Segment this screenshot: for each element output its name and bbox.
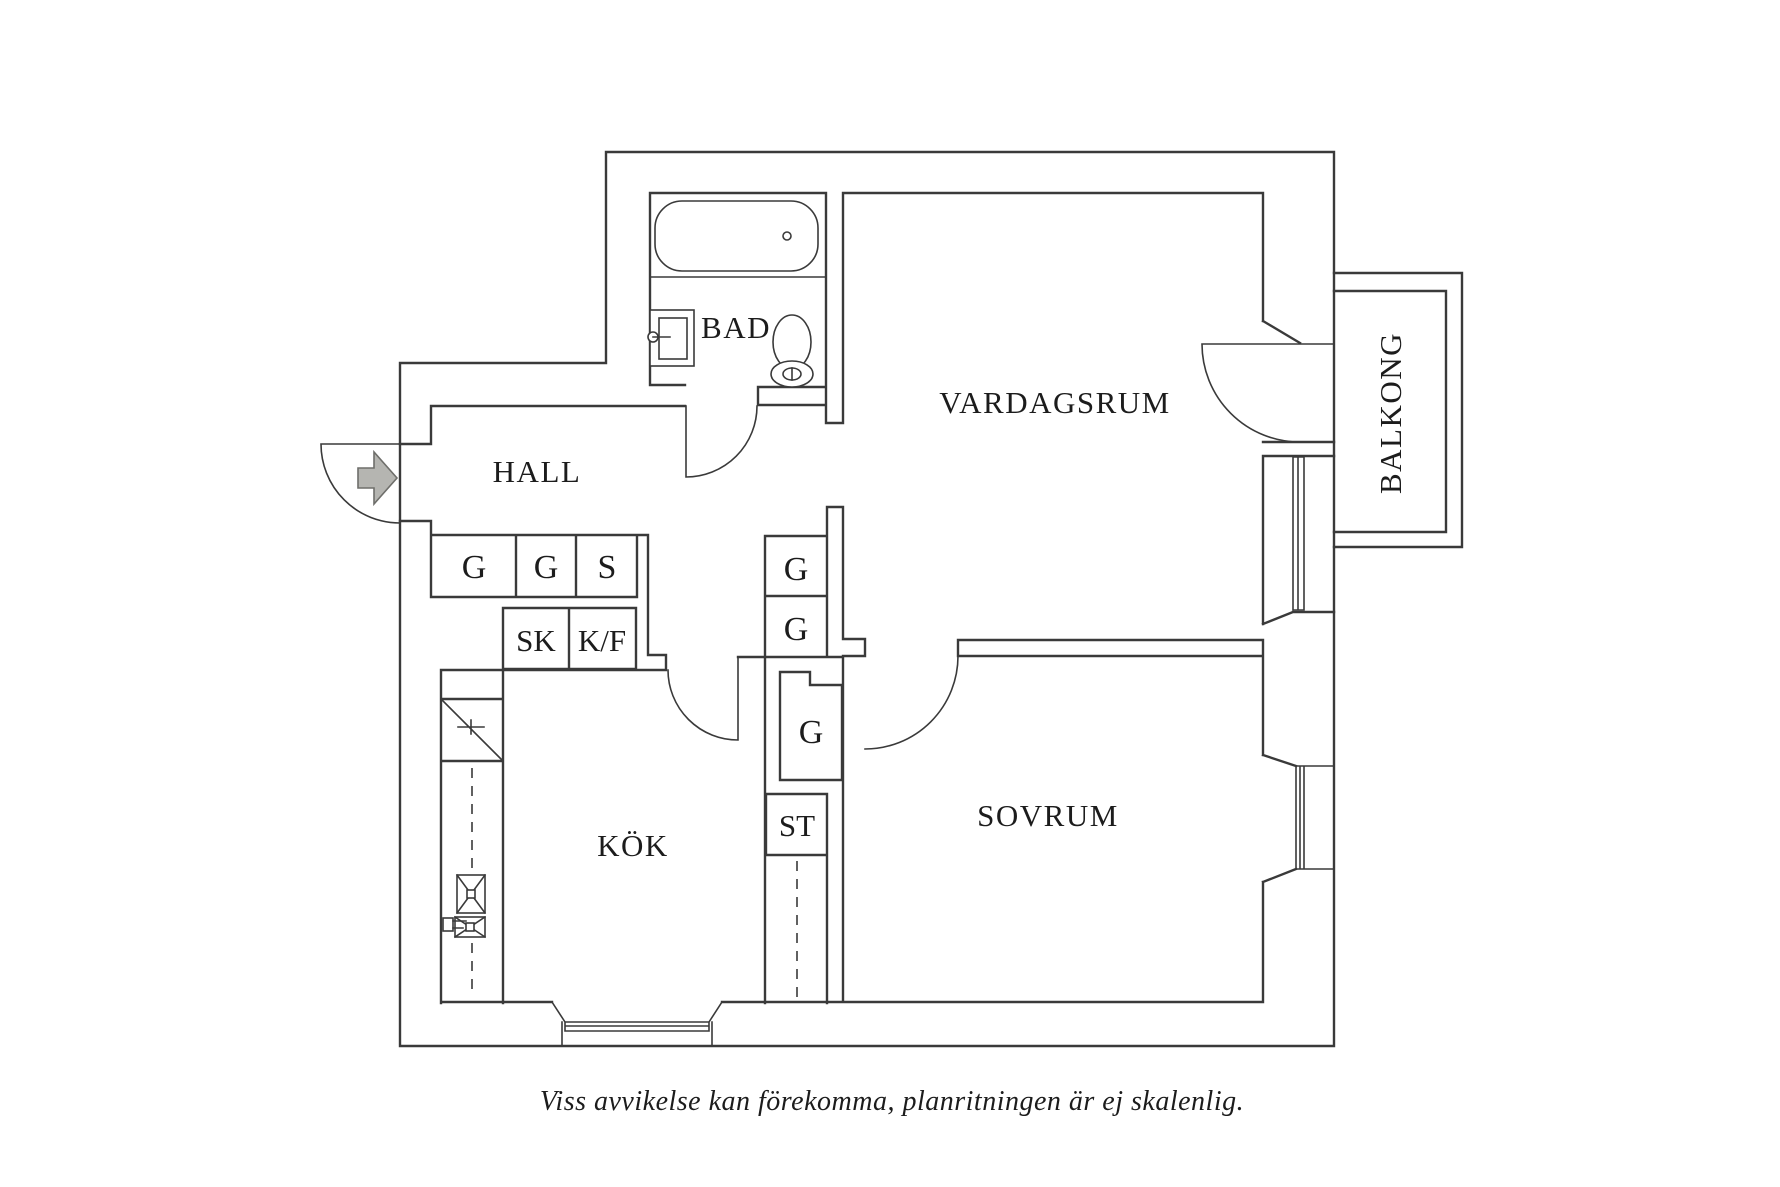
counter-dashed-lines [471, 768, 798, 997]
room-label-kitchen: KÖK [597, 828, 669, 863]
bathroom-sink [647, 309, 695, 367]
inner-walls [398, 191, 1336, 1005]
entrance-door [320, 443, 432, 524]
closet-label-g4: G [784, 611, 809, 648]
bedroom-door [864, 655, 959, 750]
room-label-bathroom: BAD [701, 310, 771, 345]
disclaimer-text: Viss avvikelse kan förekomma, planritnin… [540, 1086, 1244, 1117]
room-label-hall: HALL [493, 454, 582, 489]
room-label-living-room: VARDAGSRUM [939, 385, 1171, 420]
outer-wall [398, 150, 1336, 1048]
entrance-arrow-icon [357, 449, 399, 507]
bedroom-window [1295, 765, 1335, 870]
kitchen-door [667, 656, 739, 741]
room-label-bedroom: SOVRUM [977, 798, 1119, 833]
closet-label-kf: K/F [578, 623, 626, 658]
closet-label-g5: G [799, 714, 824, 751]
closet-label-g3: G [784, 551, 809, 588]
kitchen-sink [442, 873, 487, 939]
room-label-balcony: BALKONG [1373, 332, 1408, 494]
closet-label-sk: SK [516, 623, 556, 658]
closet-label-g2: G [534, 549, 559, 586]
bathroom-door [685, 405, 758, 478]
kitchen-appliance-dishwasher [439, 697, 505, 763]
closet-label-g1: G [462, 549, 487, 586]
kitchen-window [550, 1000, 724, 1047]
bathtub [649, 200, 827, 278]
toilet [770, 314, 814, 388]
living-room-window [1292, 456, 1305, 611]
balcony-door [1201, 343, 1335, 443]
balcony-walls [1332, 271, 1464, 549]
closet-label-st: ST [779, 808, 815, 843]
closet-label-s: S [598, 549, 617, 586]
